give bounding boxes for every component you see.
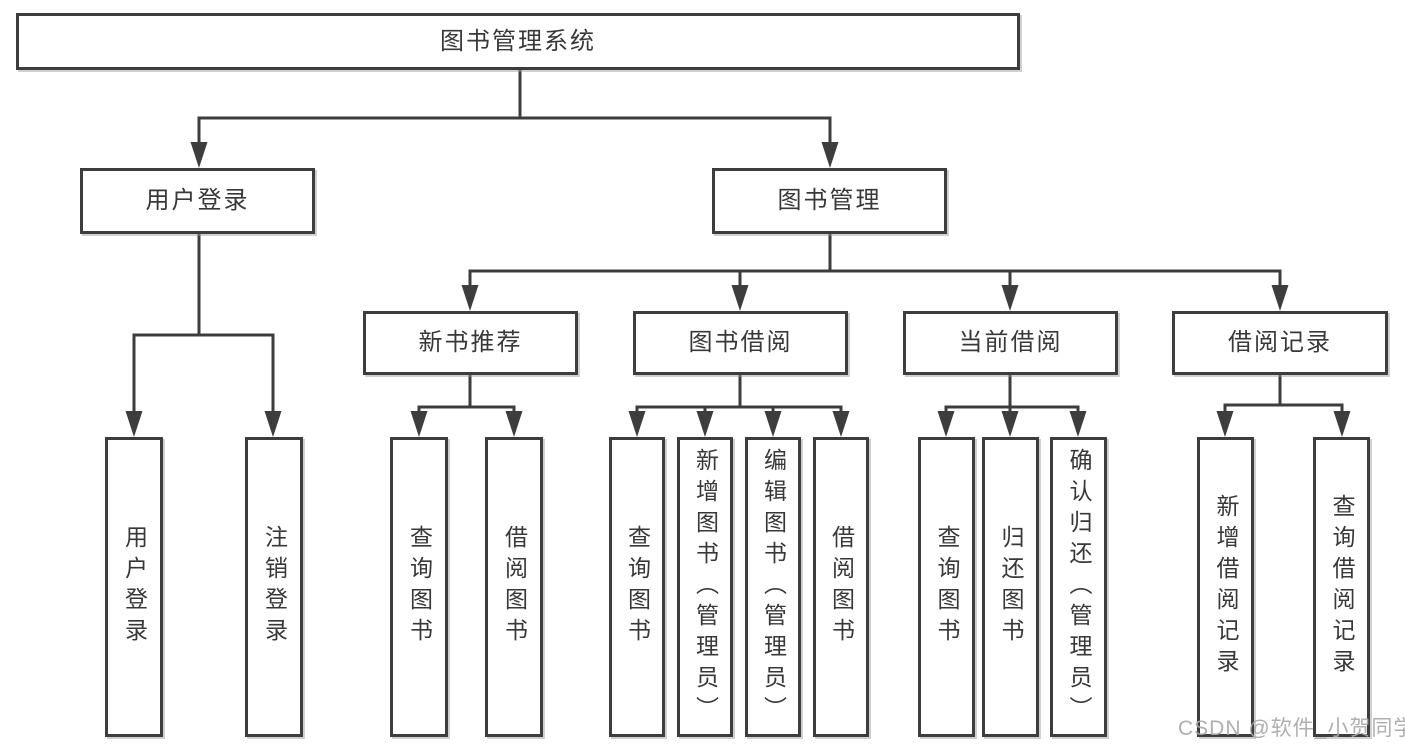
arrow-down-icon	[1069, 411, 1087, 437]
node-label: 图书借阅	[688, 329, 793, 356]
node-label: 新书推荐	[418, 329, 523, 356]
arrow-down-icon	[410, 411, 428, 437]
arrow-down-icon	[1216, 411, 1234, 437]
connector-user-login-split	[125, 233, 282, 437]
node-label: 借阅图书	[828, 525, 855, 649]
node-current-borrow: 当前借阅	[903, 311, 1118, 375]
node-edit-book-admin: 编辑图书（管理员）	[745, 437, 801, 737]
node-borrow-books-recommend: 借阅图书	[485, 437, 543, 737]
node-label: 注销登录	[261, 525, 288, 649]
arrow-down-icon	[264, 411, 282, 437]
node-label: 借阅记录	[1228, 329, 1332, 356]
node-label: 编辑图书（管理员）	[760, 447, 787, 727]
node-user-login-leaf: 用户登录	[105, 437, 163, 737]
connector-new-book-split	[410, 375, 523, 437]
arrow-down-icon	[1001, 285, 1019, 311]
connector-book-borrow-split	[628, 375, 850, 437]
node-label: 查询图书	[624, 525, 651, 649]
connector-book-management-split	[461, 233, 1289, 311]
node-user-login: 用户登录	[80, 168, 315, 234]
node-confirm-return-admin: 确认归还（管理员）	[1050, 437, 1107, 737]
arrow-down-icon	[190, 142, 208, 168]
node-label: 图书管理系统	[440, 27, 596, 55]
node-label: 当前借阅	[958, 329, 1063, 356]
arrow-down-icon	[125, 411, 143, 437]
node-book-borrow: 图书借阅	[633, 311, 848, 375]
node-query-books-current: 查询图书	[918, 437, 975, 737]
node-label: 图书管理	[777, 187, 882, 214]
arrow-down-icon	[764, 411, 782, 437]
node-label: 查询借阅记录	[1329, 494, 1355, 680]
arrow-down-icon	[461, 285, 479, 311]
node-label: 用户登录	[145, 187, 250, 214]
node-query-books-recommend: 查询图书	[390, 437, 448, 737]
node-borrow-records: 借阅记录	[1172, 311, 1388, 375]
node-label: 用户登录	[121, 525, 148, 649]
arrow-down-icon	[821, 142, 839, 168]
node-query-borrow-record: 查询借阅记录	[1313, 437, 1370, 737]
arrow-down-icon	[832, 411, 850, 437]
connector-borrow-records-split	[1216, 375, 1351, 437]
node-library-system: 图书管理系统	[16, 13, 1020, 70]
node-borrow-books-leaf: 借阅图书	[813, 437, 869, 737]
arrow-down-icon	[731, 285, 749, 311]
node-label: 新增借阅记录	[1213, 494, 1239, 680]
arrow-down-icon	[696, 411, 714, 437]
arrow-down-icon	[628, 411, 646, 437]
node-label: 确认归还（管理员）	[1066, 447, 1092, 727]
node-label: 新增图书（管理员）	[692, 447, 719, 727]
node-add-book-admin: 新增图书（管理员）	[677, 437, 733, 737]
node-return-books: 归还图书	[982, 437, 1039, 737]
node-add-borrow-record: 新增借阅记录	[1197, 437, 1254, 737]
arrow-down-icon	[1001, 411, 1019, 437]
node-label: 借阅图书	[501, 525, 528, 649]
node-logout: 注销登录	[245, 437, 303, 737]
node-label: 查询图书	[406, 525, 433, 649]
arrow-down-icon	[937, 411, 955, 437]
node-new-book-recommend: 新书推荐	[363, 311, 578, 375]
node-book-management: 图书管理	[712, 168, 947, 234]
arrow-down-icon	[1333, 411, 1351, 437]
node-query-books-borrow: 查询图书	[609, 437, 665, 737]
arrow-down-icon	[505, 411, 523, 437]
arrow-down-icon	[1271, 285, 1289, 311]
csdn-watermark: CSDN @软件_小贺同学	[1178, 717, 1405, 740]
connector-current-borrow-split	[937, 375, 1087, 437]
node-label: 归还图书	[998, 525, 1024, 649]
connector-root-split	[190, 70, 839, 168]
node-label: 查询图书	[934, 525, 960, 649]
